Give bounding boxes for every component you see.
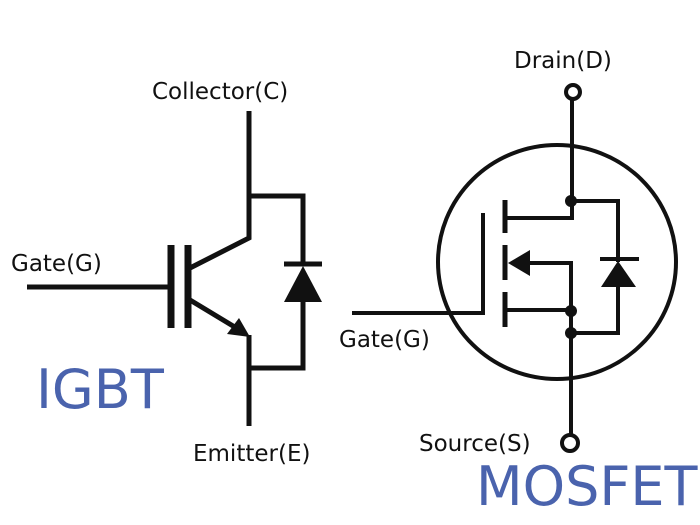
igbt-collector-label: Collector(C): [152, 79, 288, 105]
mosfet-junction-dot-drain: [565, 195, 577, 207]
mosfet-symbol: Drain(D) Gate(G) Source(S) MOSFET: [339, 48, 699, 518]
igbt-diode-triangle-icon: [284, 266, 322, 302]
igbt-emitter-label: Emitter(E): [193, 441, 310, 467]
mosfet-gate-label: Gate(G): [339, 327, 430, 353]
mosfet-junction-dot-source: [565, 305, 577, 317]
mosfet-source-label: Source(S): [419, 431, 531, 457]
mosfet-gate-wire: [352, 213, 485, 315]
mosfet-body-arrow-icon: [508, 250, 530, 276]
igbt-gate-label: Gate(G): [11, 251, 102, 277]
mosfet-junction-dot-diode: [565, 327, 577, 339]
mosfet-diode-triangle-icon: [601, 261, 636, 287]
igbt-emitter-diagonal: [188, 297, 240, 332]
mosfet-body-wire: [528, 261, 573, 310]
igbt-symbol: Collector(C) Gate(G) Emitter(E) IGBT: [11, 79, 322, 467]
mosfet-source-terminal-icon: [560, 433, 580, 453]
mosfet-drain-terminal-icon: [564, 83, 582, 101]
igbt-title: IGBT: [36, 358, 165, 421]
igbt-emitter-arrow-icon: [227, 318, 250, 337]
mosfet-title: MOSFET: [476, 455, 699, 518]
mosfet-drain-label: Drain(D): [514, 48, 612, 74]
igbt-collector-diagonal: [188, 111, 252, 271]
mosfet-envelope-circle: [436, 143, 678, 381]
